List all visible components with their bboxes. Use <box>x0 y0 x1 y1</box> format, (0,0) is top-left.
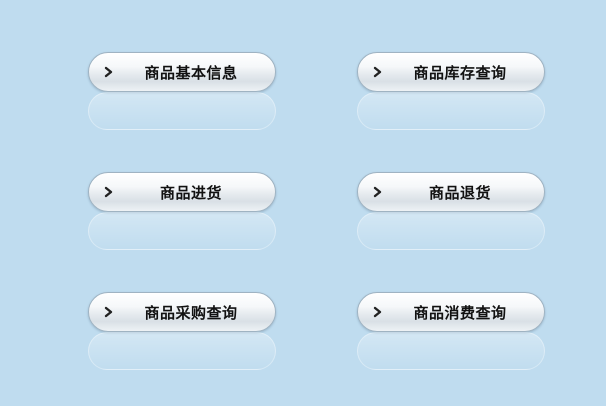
product-return-button[interactable]: 商品退货 <box>357 172 545 212</box>
chevron-right-icon <box>373 306 382 318</box>
menu-button-wrapper: 商品退货 <box>357 172 545 252</box>
product-basic-info-button[interactable]: 商品基本信息 <box>88 52 276 92</box>
chevron-right-icon <box>104 66 113 78</box>
menu-button-wrapper: 商品采购查询 <box>88 292 276 372</box>
button-label: 商品进货 <box>159 184 222 202</box>
chevron-right-icon <box>373 186 382 198</box>
menu-button-wrapper: 商品基本信息 <box>88 52 276 132</box>
button-label: 商品库存查询 <box>413 64 507 82</box>
chevron-right-icon <box>104 186 113 198</box>
product-consumption-query-button[interactable]: 商品消费查询 <box>357 292 545 332</box>
button-reflection <box>88 92 276 130</box>
button-label: 商品基本信息 <box>144 64 238 82</box>
button-reflection <box>88 212 276 250</box>
product-purchase-query-button[interactable]: 商品采购查询 <box>88 292 276 332</box>
chevron-right-icon <box>373 66 382 78</box>
button-reflection <box>357 332 545 370</box>
button-reflection <box>357 212 545 250</box>
menu-button-wrapper: 商品进货 <box>88 172 276 252</box>
button-reflection <box>88 332 276 370</box>
button-label: 商品退货 <box>428 184 491 202</box>
button-label: 商品采购查询 <box>144 304 238 322</box>
product-stock-in-button[interactable]: 商品进货 <box>88 172 276 212</box>
chevron-right-icon <box>104 306 113 318</box>
button-reflection <box>357 92 545 130</box>
product-inventory-query-button[interactable]: 商品库存查询 <box>357 52 545 92</box>
menu-button-wrapper: 商品库存查询 <box>357 52 545 132</box>
menu-button-wrapper: 商品消费查询 <box>357 292 545 372</box>
button-label: 商品消费查询 <box>413 304 507 322</box>
